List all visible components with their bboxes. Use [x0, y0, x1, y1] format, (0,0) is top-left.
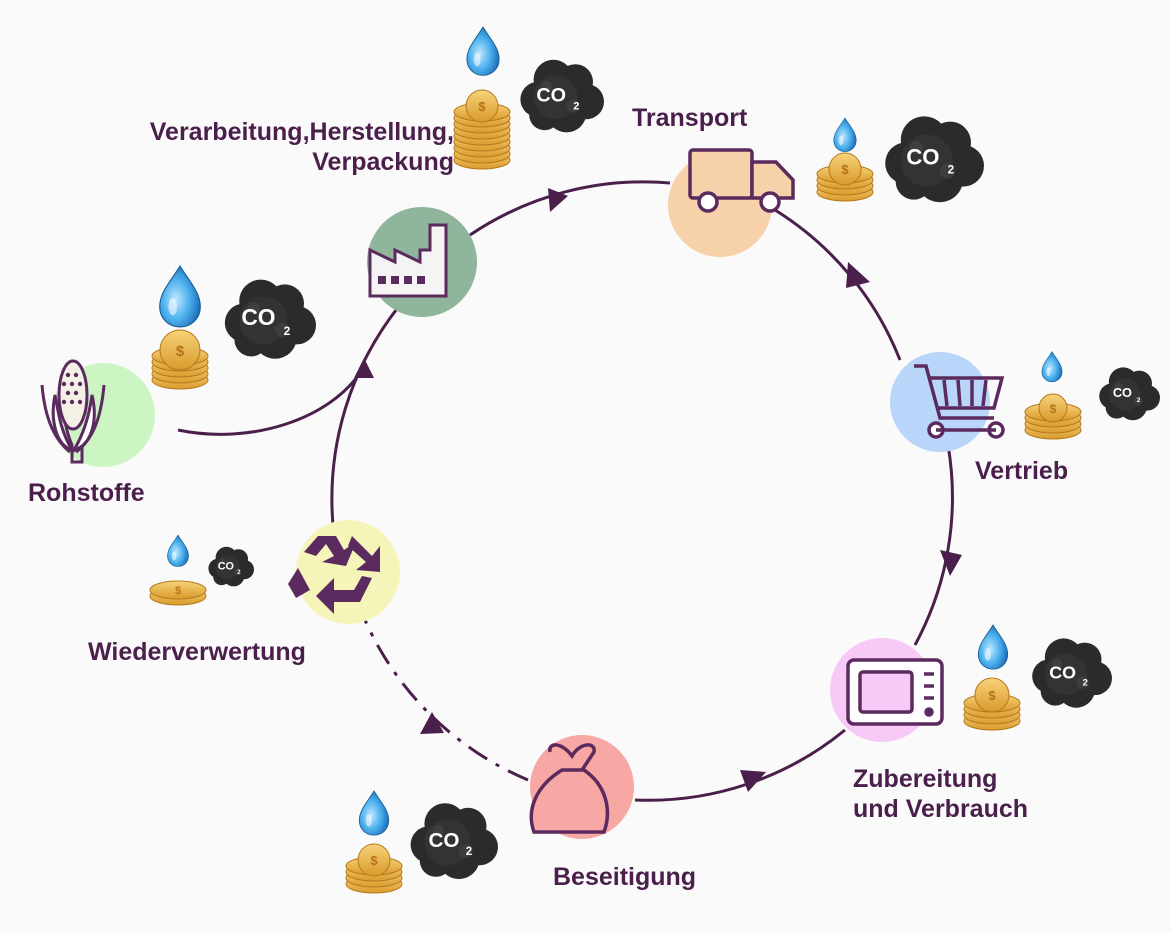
impact-zubereitung: CO 2 $: [963, 624, 1112, 731]
label-verarbeitung: Verarbeitung,Herstellung, Verpackung: [149, 118, 454, 176]
impact-verarbeitung: CO 2 $: [453, 26, 604, 170]
water-drop-icon: [833, 117, 857, 153]
factory-icon: [368, 223, 448, 298]
co2-cloud-icon: CO 2: [885, 116, 984, 203]
svg-text:2: 2: [237, 570, 241, 576]
arrow-zubereitung-beseitigung: [634, 728, 846, 802]
stage-circle: [296, 520, 400, 624]
coin-stack-icon: $: [816, 152, 874, 202]
stage-transport: [668, 148, 795, 257]
impact-transport: CO 2 $: [816, 116, 984, 203]
arrow-wiederverwertung-verarbeitung: [330, 304, 402, 526]
stage-beseitigung: [529, 735, 634, 839]
stage-verarbeitung: [367, 207, 477, 317]
arrow-vertrieb-zubereitung: [913, 444, 954, 646]
water-drop-icon: [1041, 351, 1063, 383]
stage-rohstoffe: [40, 359, 155, 467]
svg-text:CO: CO: [1113, 385, 1132, 400]
trash-bag-icon: [529, 743, 610, 834]
svg-text:$: $: [841, 162, 849, 177]
label-rohstoffe: Rohstoffe: [28, 479, 145, 507]
svg-text:2: 2: [573, 100, 579, 112]
label-transport: Transport: [632, 104, 748, 132]
svg-text:$: $: [176, 343, 185, 360]
svg-text:$: $: [1050, 402, 1057, 416]
co2-cloud-icon: CO 2: [224, 279, 316, 359]
svg-text:CO: CO: [906, 145, 939, 170]
recycle-icon: [288, 536, 380, 614]
arrowheads: [354, 188, 962, 792]
impact-wiederverwertung: CO 2 $: [149, 534, 254, 606]
arrowhead: [740, 770, 766, 792]
corn-icon: [40, 359, 106, 464]
co2-cloud-icon: CO 2: [410, 803, 498, 880]
arrowhead: [548, 188, 568, 212]
svg-text:CO: CO: [1049, 662, 1076, 682]
svg-text:$: $: [478, 99, 486, 114]
svg-text:$: $: [175, 585, 181, 597]
shopping-cart-icon: [914, 364, 1005, 439]
arrowhead: [420, 712, 444, 734]
svg-text:CO: CO: [428, 829, 459, 852]
svg-text:$: $: [370, 853, 378, 868]
coin-stack-icon: $: [963, 677, 1021, 731]
label-wiederverwertung: Wiederverwertung: [88, 638, 306, 666]
arrow-verarbeitung-transport: [469, 180, 671, 237]
water-drop-icon: [466, 26, 500, 76]
svg-text:2: 2: [948, 164, 955, 177]
coin-stack-icon: $: [151, 329, 209, 390]
svg-text:2: 2: [284, 324, 291, 338]
label-zubereitung: Zubereitung und Verbrauch: [853, 765, 1029, 823]
water-drop-icon: [158, 265, 202, 328]
coin-stack-icon: $: [149, 580, 207, 606]
arrow-transport-vertrieb: [774, 208, 902, 361]
co2-cloud-icon: CO 2: [1032, 638, 1112, 708]
water-drop-icon: [977, 624, 1009, 670]
coin-stack-icon: $: [1024, 393, 1082, 440]
water-drop-icon: [358, 790, 390, 836]
svg-text:CO: CO: [536, 85, 566, 107]
cycle-arrows: [177, 180, 954, 802]
svg-text:2: 2: [466, 846, 472, 858]
svg-text:CO: CO: [241, 304, 275, 330]
svg-text:2: 2: [1137, 397, 1141, 404]
stage-zubereitung: [830, 638, 944, 742]
arrowhead: [846, 262, 870, 288]
arrow-beseitigung-wiederverwertung: [363, 619, 529, 782]
label-beseitigung: Beseitigung: [553, 863, 697, 891]
water-drop-icon: [167, 534, 189, 567]
co2-cloud-icon: CO 2: [1099, 367, 1160, 421]
arrow-rohstoffe-verarbeitung: [177, 369, 364, 436]
coin-stack-icon: $: [453, 89, 511, 170]
co2-cloud-icon: CO 2: [208, 546, 254, 587]
svg-text:CO: CO: [218, 561, 234, 573]
impact-vertrieb: CO 2 $: [1024, 351, 1160, 440]
stage-wiederverwertung: [288, 520, 400, 624]
microwave-icon: [846, 658, 944, 726]
coin-stack-icon: $: [345, 843, 403, 894]
arrowhead: [354, 358, 374, 378]
co2-cloud-icon: CO 2: [520, 59, 604, 133]
svg-text:2: 2: [1083, 678, 1088, 689]
impact-beseitigung: CO 2 $: [345, 790, 498, 894]
arrowhead: [940, 550, 962, 576]
label-vertrieb: Vertrieb: [975, 457, 1069, 485]
svg-text:$: $: [988, 688, 996, 703]
impact-rohstoffe: CO 2 $: [151, 265, 316, 390]
stage-vertrieb: [890, 352, 1005, 452]
truck-icon: [688, 148, 795, 213]
